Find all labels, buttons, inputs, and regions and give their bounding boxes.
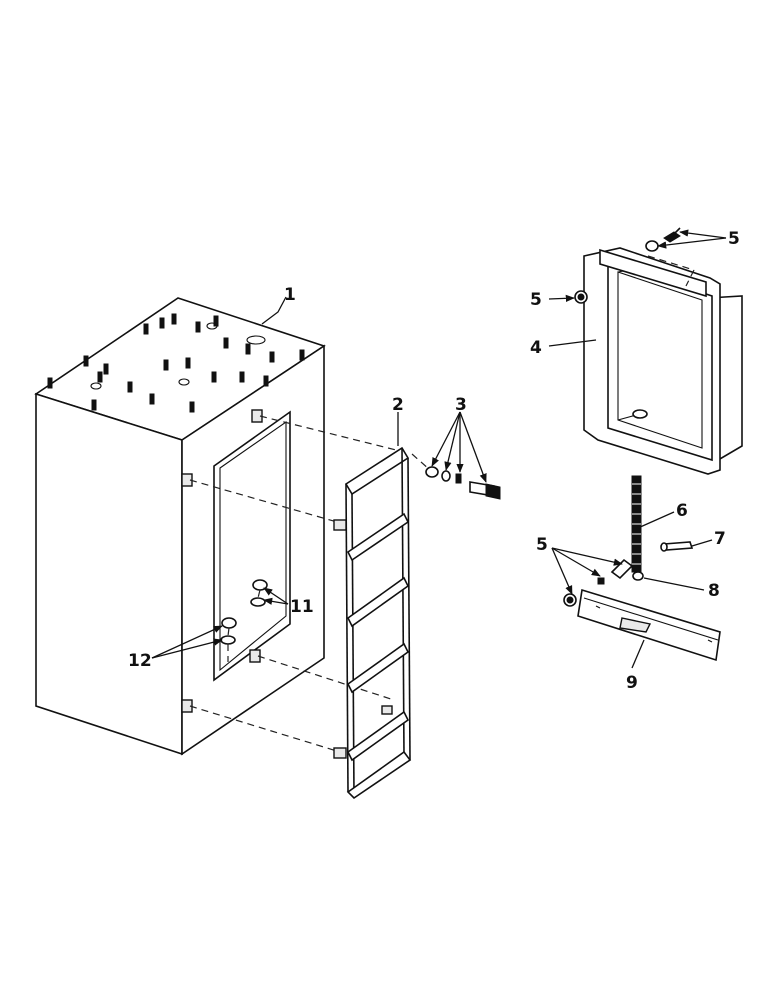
cover-plate-9 xyxy=(577,588,721,662)
callout-12: 12 xyxy=(128,651,152,671)
nut-and-washer-12 xyxy=(220,617,237,662)
cabinet-top-studs xyxy=(47,313,305,413)
cabinet-front-opening xyxy=(213,410,291,682)
threaded-rod-6 xyxy=(631,475,642,573)
callout-labels: 1 2 3 4 5 5 5 6 7 8 9 11 12 xyxy=(128,229,740,693)
callout-4: 4 xyxy=(530,338,542,358)
callout-9: 9 xyxy=(626,673,638,693)
callout-7: 7 xyxy=(714,529,726,549)
ladder-assembly xyxy=(333,446,412,800)
bolt-5-top xyxy=(645,227,681,252)
cabinet-assembly xyxy=(34,297,326,756)
callout-8: 8 xyxy=(708,581,720,601)
callout-3: 3 xyxy=(455,395,467,415)
pin-7 xyxy=(660,541,694,552)
alignment-lines xyxy=(189,415,431,753)
callout-5-top: 5 xyxy=(728,229,740,249)
nut-5-left xyxy=(574,290,588,304)
callout-leaders xyxy=(151,229,727,669)
callout-5-left: 5 xyxy=(530,290,542,310)
callout-5-lower: 5 xyxy=(536,535,548,555)
recessed-box-4 xyxy=(583,247,743,475)
callout-1: 1 xyxy=(284,285,296,305)
callout-2: 2 xyxy=(392,395,404,415)
callout-11: 11 xyxy=(290,597,314,617)
grommet-8 xyxy=(632,571,644,581)
hardware-3 xyxy=(425,466,501,500)
callout-6: 6 xyxy=(676,501,688,521)
